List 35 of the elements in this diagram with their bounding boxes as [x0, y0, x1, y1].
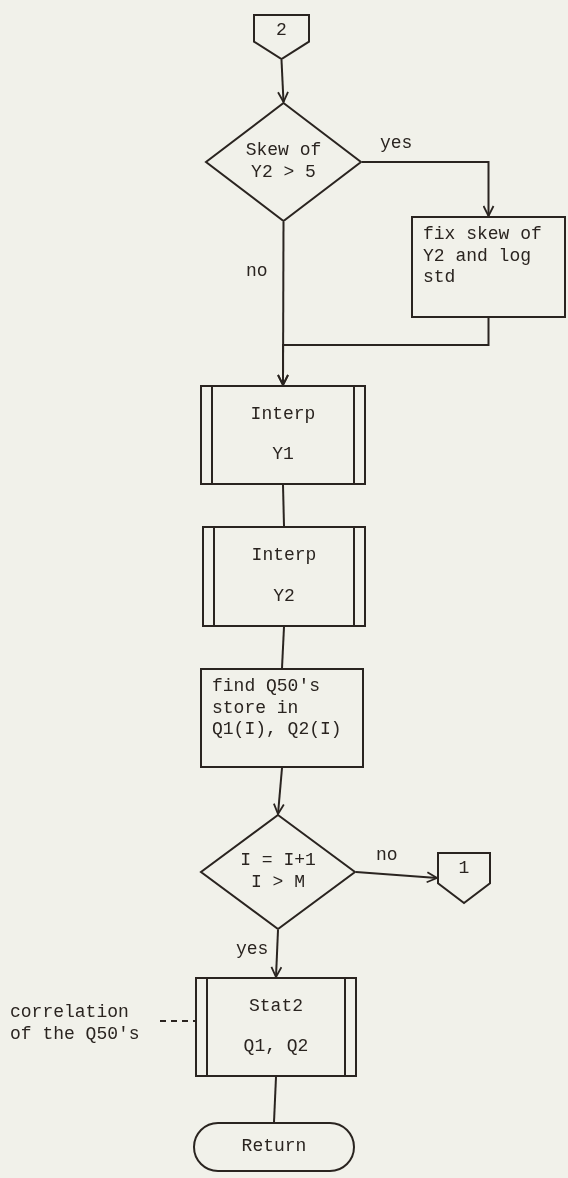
arrow: [277, 59, 289, 103]
node-label: 1: [458, 858, 470, 880]
decision-diamond: [205, 102, 362, 222]
subroutine-box: [202, 526, 366, 627]
node-label: 2: [276, 20, 287, 42]
node-label: find Q50's store in Q1(I), Q2(I): [212, 676, 343, 741]
off-page-connector: [253, 14, 310, 60]
leader-line: [159, 1020, 196, 1022]
arrow: [273, 767, 285, 815]
arrow: [355, 871, 438, 884]
node-label: fix skew of Y2 and log std: [423, 224, 543, 289]
off-page-connector: [437, 852, 491, 904]
process-box: [200, 668, 364, 768]
arrow: [270, 929, 283, 978]
connector-line: [282, 484, 285, 527]
node-label: Interp: [251, 545, 317, 568]
connector-line: [273, 1076, 277, 1123]
node-label: I = I+1: [240, 850, 316, 872]
node-label: Y2: [273, 585, 295, 608]
decision-diamond: [200, 814, 356, 930]
note-text: correlation of the Q50's: [10, 1002, 141, 1046]
node-label: Y1: [272, 444, 294, 466]
subroutine-box: [195, 977, 357, 1077]
connector-line: [281, 626, 285, 669]
terminator-shape: [193, 1122, 355, 1172]
node-label: Stat2: [249, 996, 303, 1018]
node-label: I > M: [251, 872, 305, 894]
process-box: [411, 216, 566, 318]
arrow: [361, 161, 495, 217]
arrow: [277, 317, 490, 386]
node-label: Skew of Y2 > 5: [244, 140, 323, 184]
node-label: Return: [241, 1136, 307, 1158]
node-label: Interp: [250, 404, 316, 426]
subroutine-box: [200, 385, 366, 485]
node-label: Q1, Q2: [243, 1036, 309, 1058]
